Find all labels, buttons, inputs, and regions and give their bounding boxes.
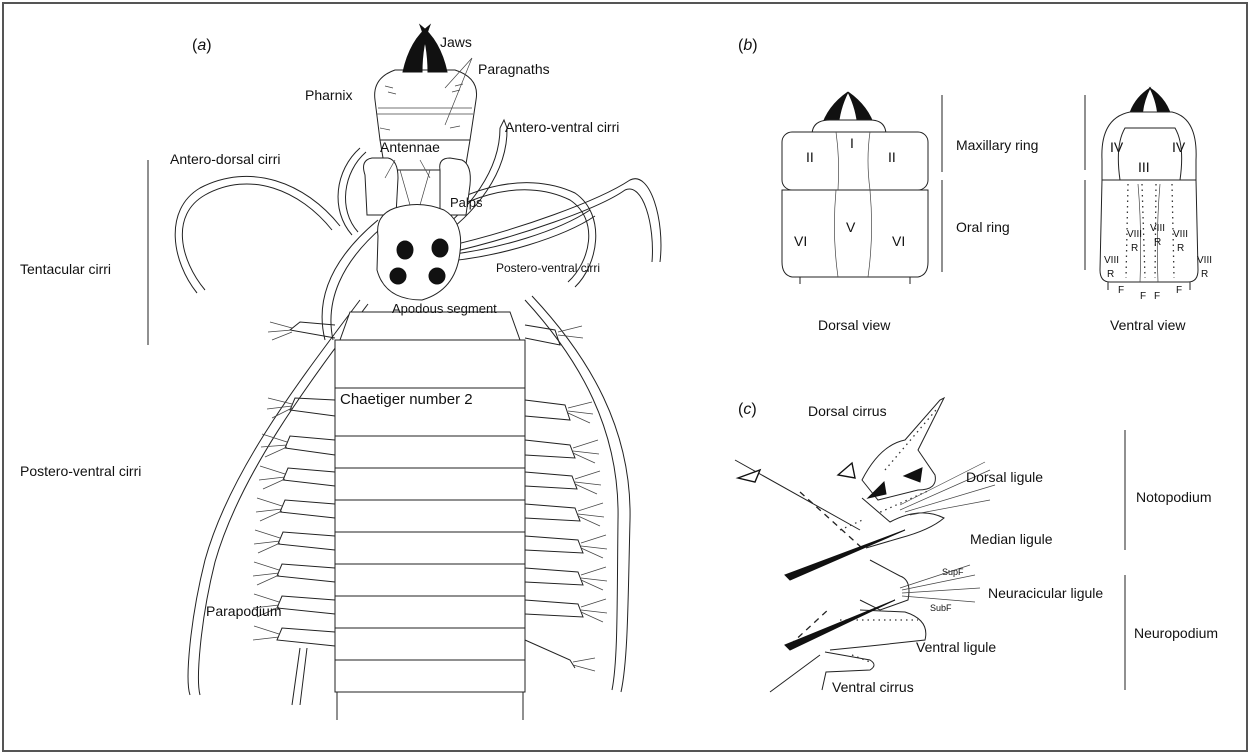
antennae (400, 170, 430, 205)
segment (335, 660, 525, 692)
area-III: III (1138, 160, 1150, 174)
area-VIII: VIII (1197, 256, 1212, 266)
label-notopodium: Notopodium (1136, 490, 1212, 504)
label-antero-ventral-cirri: Antero-ventral cirri (505, 120, 619, 134)
area-F: F (1176, 286, 1182, 296)
area-R: R (1131, 244, 1138, 254)
label-ventral-view: Ventral view (1110, 318, 1185, 332)
panel-label-c: (c) (738, 402, 757, 418)
area-IV-right: IV (1172, 140, 1185, 154)
label-median-ligule: Median ligule (970, 532, 1053, 546)
open-arrowhead (738, 470, 760, 482)
segment (335, 500, 525, 532)
label-postero-ventral-cirri-upper: Postero-ventral cirri (496, 262, 600, 274)
label-postero-ventral-cirri-lower: Postero-ventral cirri (20, 464, 141, 478)
prostomium (377, 204, 461, 300)
area-V: V (846, 220, 855, 234)
area-R: R (1177, 244, 1184, 254)
label-ventral-cirrus: Ventral cirrus (832, 680, 914, 694)
area-VI-left: VI (794, 234, 807, 248)
area-I: I (850, 136, 854, 150)
segment (335, 436, 525, 468)
area-II-right: II (888, 150, 896, 164)
label-pharnix: Pharnix (305, 88, 352, 102)
label-ventral-ligule: Ventral ligule (916, 640, 996, 654)
label-apodous-segment: Apodous segment (392, 302, 497, 315)
label-antero-dorsal-cirri: Antero-dorsal cirri (170, 152, 280, 166)
area-VIII: VIII (1173, 230, 1188, 240)
area-R: R (1201, 270, 1208, 280)
area-VIII: VIII (1150, 224, 1165, 234)
pharynx-dorsal-view (782, 92, 928, 284)
antero-dorsal-cirrus-left (182, 184, 332, 290)
label-neuropodium: Neuropodium (1134, 626, 1218, 640)
label-neuracicular-ligule: Neuracicular ligule (988, 586, 1103, 600)
area-R: R (1154, 238, 1161, 248)
postero-ventral-cirrus-long-left (188, 300, 360, 695)
segment (335, 340, 525, 388)
area-II-left: II (806, 150, 814, 164)
label-jaws: Jaws (440, 35, 472, 49)
eye (397, 241, 413, 259)
label-dorsal-view: Dorsal view (818, 318, 890, 332)
area-IV-left: IV (1110, 140, 1123, 154)
open-arrowhead (838, 463, 855, 478)
eye (390, 268, 406, 284)
label-chaetiger: Chaetiger number 2 (340, 392, 473, 407)
label-supf: SupF (942, 568, 964, 577)
parapodia-left (253, 322, 335, 705)
pharynx (375, 70, 477, 140)
label-subf: SubF (930, 604, 952, 613)
segment (335, 564, 525, 596)
area-VIII: VIII (1127, 230, 1142, 240)
eye (432, 239, 448, 257)
label-maxillary-ring: Maxillary ring (956, 138, 1038, 152)
apodous-segment (340, 312, 520, 340)
area-R: R (1107, 270, 1114, 280)
area-F: F (1154, 292, 1160, 302)
label-parapodium: Parapodium (206, 604, 282, 618)
area-VIII: VIII (1104, 256, 1119, 266)
area-F: F (1118, 286, 1124, 296)
label-palps: Palps (450, 196, 483, 209)
label-antennae: Antennae (380, 140, 440, 154)
label-dorsal-cirrus: Dorsal cirrus (808, 404, 887, 418)
label-oral-ring: Oral ring (956, 220, 1010, 234)
parapodia-right (525, 325, 607, 671)
postero-ventral-cirrus-long-right (525, 300, 618, 690)
area-VI-right: VI (892, 234, 905, 248)
eye (429, 268, 445, 284)
segment (335, 596, 525, 628)
label-paragnaths: Paragnaths (478, 62, 550, 76)
antero-ventral-cirrus-left (338, 148, 360, 235)
palp-left (364, 158, 398, 215)
label-dorsal-ligule: Dorsal ligule (966, 470, 1043, 484)
panel-label-b: (b) (738, 38, 758, 54)
segment (335, 468, 525, 500)
segment (335, 532, 525, 564)
label-tentacular-cirri: Tentacular cirri (20, 262, 111, 276)
segment (335, 628, 525, 660)
area-F: F (1140, 292, 1146, 302)
panel-label-a: (a) (192, 38, 212, 54)
